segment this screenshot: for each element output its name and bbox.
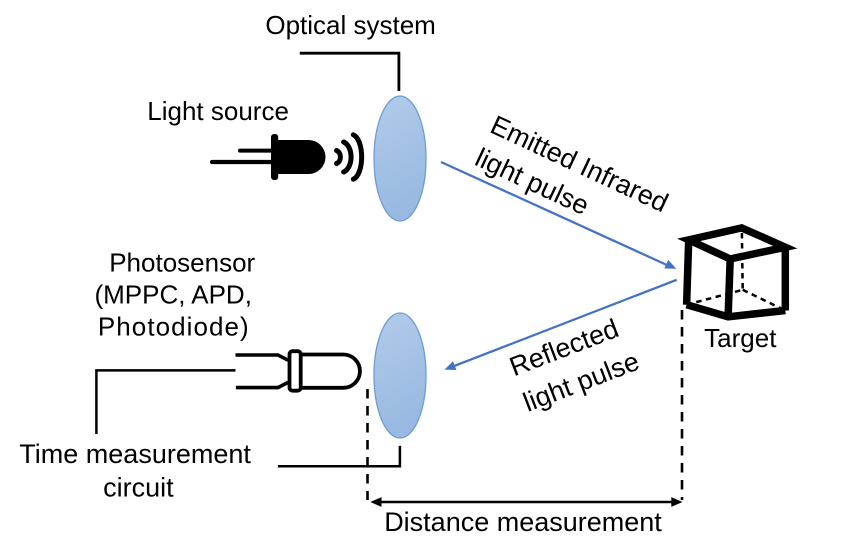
svg-text:Photosensor: Photosensor [109, 248, 255, 278]
svg-text:Light source: Light source [147, 96, 289, 126]
svg-text:Distance measurement: Distance measurement [384, 507, 662, 537]
svg-text:(MPPC, APD,: (MPPC, APD, [94, 280, 251, 310]
svg-text:Target: Target [704, 323, 777, 353]
svg-text:Optical system: Optical system [265, 10, 436, 40]
svg-text:Photodiode): Photodiode) [98, 312, 250, 342]
svg-text:circuit: circuit [103, 473, 174, 503]
svg-text:Time measurement: Time measurement [19, 439, 251, 469]
